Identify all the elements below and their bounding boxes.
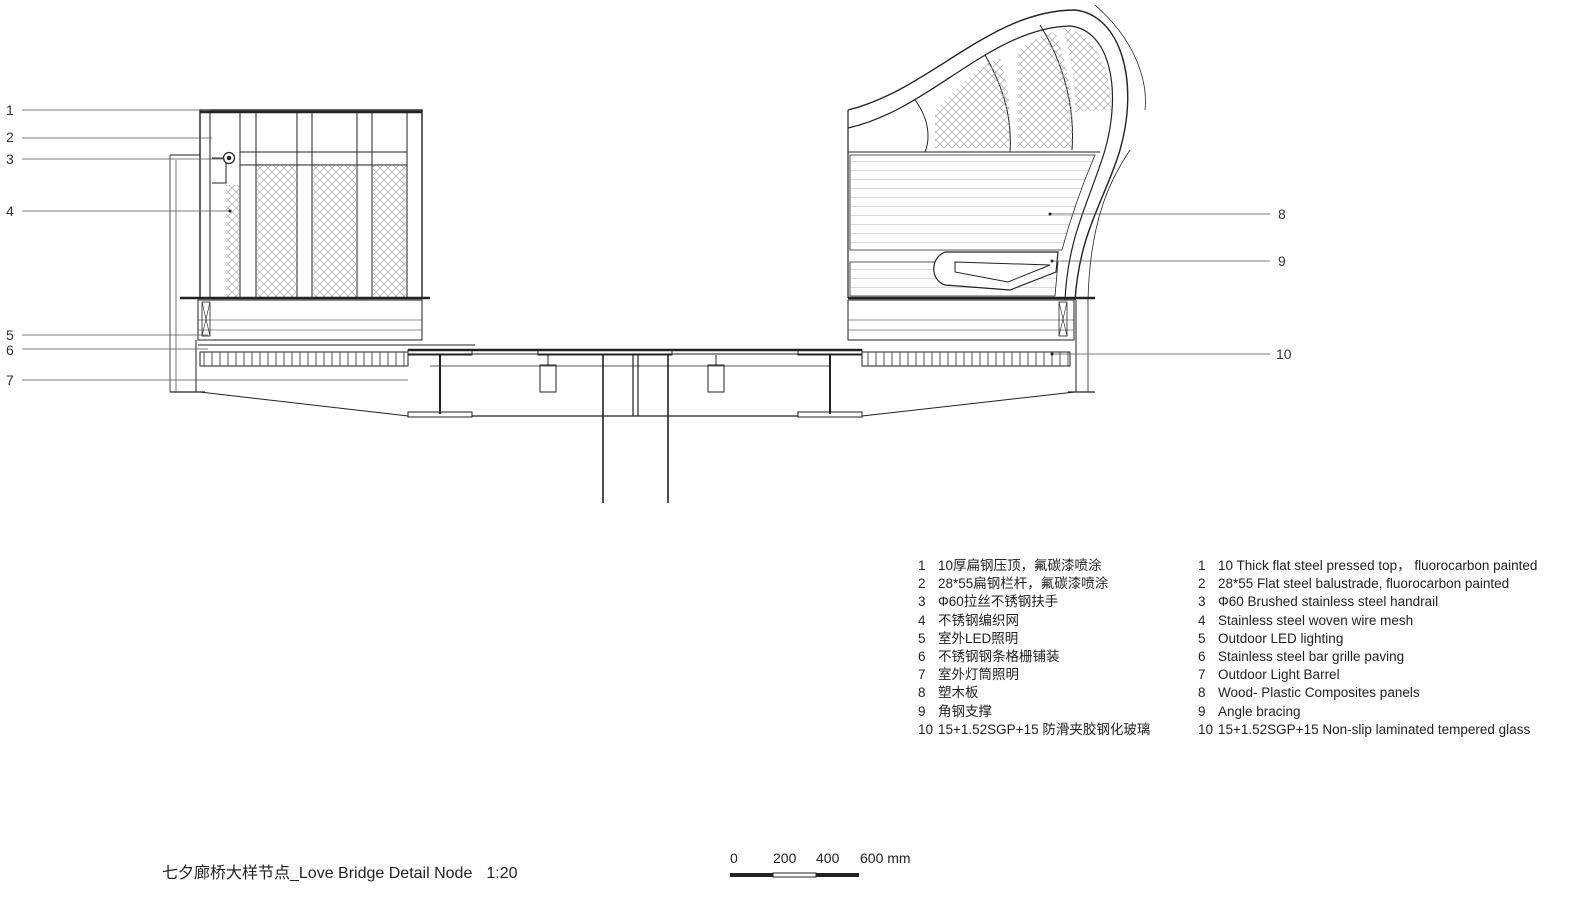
scale-tick-0: 0 [730, 850, 738, 866]
callout-4: 4 [6, 203, 14, 219]
drawing-title-name: 七夕廊桥大样节点_Love Bridge Detail Node [162, 865, 473, 882]
left-balustrade [169, 109, 475, 393]
drawing-scale: 1:20 [486, 865, 518, 882]
callout-1: 1 [6, 102, 14, 118]
callout-5: 5 [6, 327, 14, 343]
scale-tick-400: 400 [816, 850, 840, 866]
callout-10: 10 [1276, 346, 1292, 362]
callout-3: 3 [6, 151, 14, 167]
scale-tick-200: 200 [773, 850, 797, 866]
scale-tick-600: 600 mm [860, 850, 911, 866]
leader-dots [228, 209, 1054, 356]
callout-2: 2 [6, 129, 14, 145]
callout-9: 9 [1278, 253, 1286, 269]
callout-7: 7 [6, 372, 14, 388]
scale-bar-graphic [730, 872, 859, 878]
callout-6: 6 [6, 342, 14, 358]
central-deck [199, 348, 1076, 503]
leader-lines [22, 109, 1270, 381]
right-wave-structure [847, 4, 1146, 393]
callout-8: 8 [1278, 206, 1286, 222]
drawing-title: 七夕廊桥大样节点_Love Bridge Detail Node 1:20 [162, 859, 517, 883]
